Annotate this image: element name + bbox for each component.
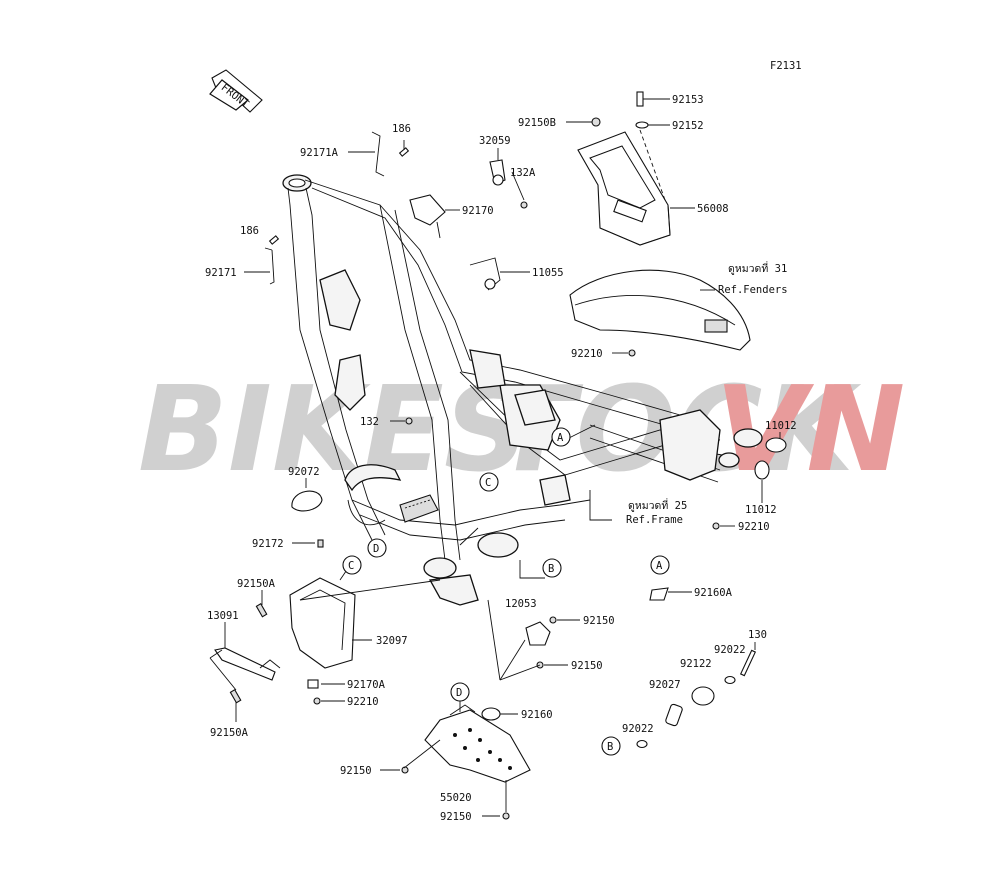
label-92153: 92153	[672, 94, 704, 106]
callout-a-part: A	[650, 555, 670, 575]
label-92072: 92072	[288, 466, 320, 478]
label-92210-top: 92210	[571, 348, 603, 360]
svg-text:A: A	[656, 560, 663, 572]
label-92210-bottom: 92210	[347, 696, 379, 708]
figure-code: F2131	[770, 60, 802, 72]
ref-frame-page: ดูหมวดที่ 25	[628, 498, 687, 512]
label-56008: 56008	[697, 203, 729, 215]
callout-d-frame: D	[367, 538, 387, 558]
ref-frame: Ref.Frame	[626, 514, 683, 526]
label-92150-skid-left: 92150	[340, 765, 372, 777]
label-12053: 12053	[505, 598, 537, 610]
label-186-left: 186	[240, 225, 259, 237]
svg-text:B: B	[607, 741, 613, 753]
svg-text:C: C	[348, 560, 354, 572]
svg-text:D: D	[373, 543, 379, 555]
part-32097-cover	[289, 577, 356, 669]
label-92150-skid-bottom: 92150	[440, 811, 472, 823]
svg-text:B: B	[548, 563, 554, 575]
callout-a-frame: A	[551, 427, 571, 447]
callout-circles: A C D B C A D B	[342, 427, 670, 756]
label-92172: 92172	[252, 538, 284, 550]
label-92171: 92171	[205, 267, 237, 279]
label-11012-bottom: 11012	[745, 504, 777, 516]
label-13091: 13091	[207, 610, 239, 622]
label-92170: 92170	[462, 205, 494, 217]
label-92170A: 92170A	[347, 679, 386, 691]
svg-text:D: D	[456, 687, 462, 699]
label-92022-top: 92022	[714, 644, 746, 656]
part-13091-bracket	[214, 647, 281, 681]
label-92150-mid2: 92150	[571, 660, 603, 672]
callout-c-frame: C	[479, 472, 499, 492]
label-92210-right: 92210	[738, 521, 770, 533]
part-55020-skid-plate	[424, 704, 531, 783]
label-92022-bottom: 92022	[622, 723, 654, 735]
label-92171A: 92171A	[300, 147, 339, 159]
leader-lines	[209, 98, 781, 817]
label-55020: 55020	[440, 792, 472, 804]
callout-b-frame: B	[542, 558, 562, 578]
label-32097: 32097	[376, 635, 408, 647]
label-132: 132	[360, 416, 379, 428]
callout-c-part: C	[342, 555, 362, 575]
label-11012-top: 11012	[765, 420, 797, 432]
label-92150A-top: 92150A	[237, 578, 276, 590]
label-11055: 11055	[532, 267, 564, 279]
label-92160: 92160	[521, 709, 553, 721]
label-92160A: 92160A	[694, 587, 733, 599]
rear-fender	[569, 269, 751, 351]
front-arrow: FRONT	[209, 69, 263, 113]
ref-fenders-page: ดูหมวดที่ 31	[728, 261, 787, 275]
label-130: 130	[748, 629, 767, 641]
label-92150B: 92150B	[518, 117, 556, 129]
label-92027: 92027	[649, 679, 681, 691]
label-186-top: 186	[392, 123, 411, 135]
svg-text:C: C	[485, 477, 491, 489]
svg-text:A: A	[557, 432, 564, 444]
label-132A: 132A	[510, 167, 536, 179]
callout-b-part: B	[601, 736, 621, 756]
label-92122: 92122	[680, 658, 712, 670]
label-32059: 32059	[479, 135, 511, 147]
part-labels: 92153 92150B 92152 56008 186 92171A 3205…	[205, 94, 797, 823]
label-92150-mid1: 92150	[583, 615, 615, 627]
callout-d-part: D	[450, 682, 470, 702]
hardware	[229, 91, 787, 820]
label-92152: 92152	[672, 120, 704, 132]
ref-fenders: Ref.Fenders	[718, 284, 788, 296]
label-92150A-bottom: 92150A	[210, 727, 249, 739]
part-56008-bracket	[577, 131, 671, 246]
